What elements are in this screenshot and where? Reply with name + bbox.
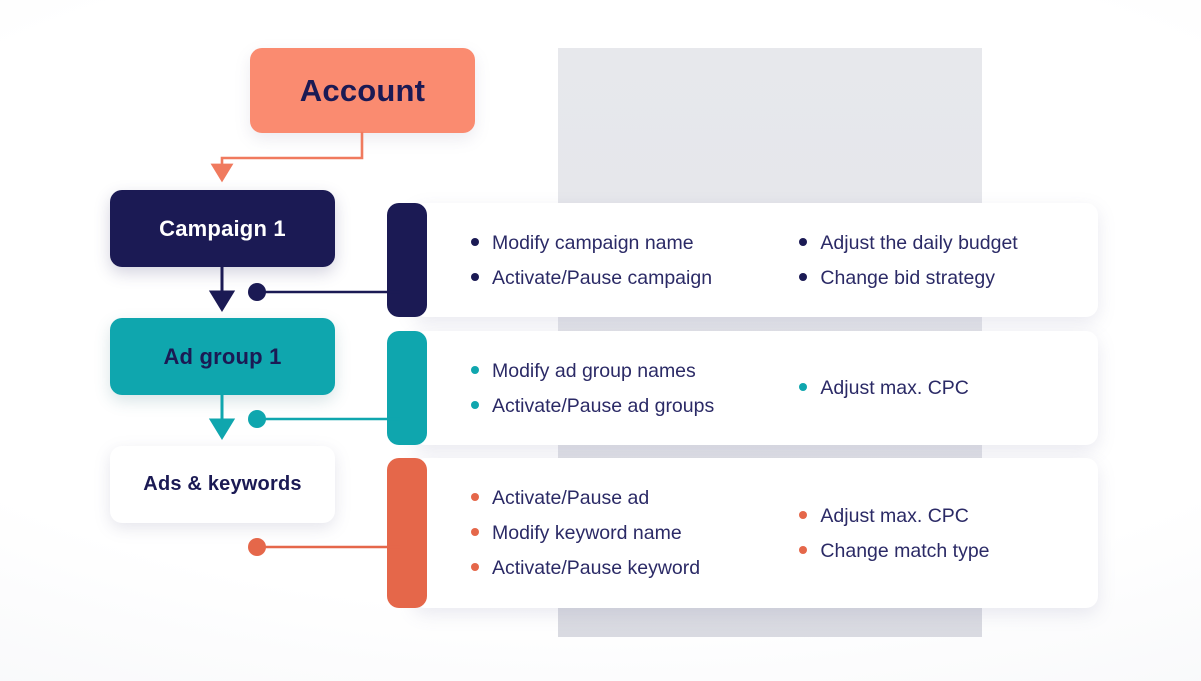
bullet-icon bbox=[799, 510, 808, 519]
list-item-label: Adjust max. CPC bbox=[820, 504, 969, 527]
bullet-icon bbox=[799, 383, 808, 391]
list-item: Modify keyword name bbox=[471, 519, 799, 547]
bullet-icon bbox=[799, 545, 808, 554]
list-item: Modify campaign name bbox=[471, 229, 799, 257]
node-account-label: Account bbox=[299, 72, 426, 108]
list-item-label: Adjust max. CPC bbox=[820, 377, 969, 399]
panel-ad-group-column-1: Modify ad group names Activate/Pause ad … bbox=[471, 357, 799, 420]
list-item-label: Adjust the daily budget bbox=[820, 231, 1018, 254]
bullet-icon bbox=[799, 272, 808, 281]
list-item: Activate/Pause keyword bbox=[471, 554, 799, 582]
list-item: Activate/Pause campaign bbox=[471, 264, 799, 292]
node-campaign[interactable]: Campaign 1 bbox=[110, 190, 335, 267]
panel-ads-keywords-column-2: Adjust max. CPC Change match type bbox=[799, 502, 1098, 565]
panel-campaign-column-2: Adjust the daily budget Change bid strat… bbox=[799, 229, 1098, 292]
node-account[interactable]: Account bbox=[250, 48, 475, 133]
tether-dot-ads bbox=[248, 538, 266, 556]
list-item-label: Modify ad group names bbox=[492, 359, 696, 382]
list-item-label: Modify keyword name bbox=[492, 522, 682, 544]
bullet-icon bbox=[471, 563, 479, 571]
connector-account-to-campaign bbox=[210, 131, 364, 183]
list-item-label: Change bid strategy bbox=[820, 266, 995, 289]
bullet-icon bbox=[471, 365, 479, 374]
list-item: Adjust max. CPC bbox=[799, 502, 1098, 530]
bullet-icon bbox=[471, 237, 479, 246]
list-item: Adjust max. CPC bbox=[799, 374, 1098, 402]
bullet-icon bbox=[471, 493, 479, 501]
tether-dot-campaign bbox=[248, 283, 266, 301]
node-ad-group-label: Ad group 1 bbox=[163, 343, 282, 369]
bullet-icon bbox=[471, 272, 479, 281]
list-item-label: Activate/Pause campaign bbox=[492, 266, 713, 289]
list-item-label: Change match type bbox=[820, 539, 990, 562]
list-item: Change match type bbox=[799, 537, 1098, 565]
node-ads-keywords-label: Ads & keywords bbox=[143, 473, 302, 495]
panel-campaign-column-1: Modify campaign name Activate/Pause camp… bbox=[471, 229, 799, 292]
panel-ad-group-actions: Modify ad group names Activate/Pause ad … bbox=[387, 331, 1098, 445]
bullet-icon bbox=[471, 528, 479, 536]
list-item: Modify ad group names bbox=[471, 357, 799, 385]
list-item: Activate/Pause ad groups bbox=[471, 392, 799, 420]
panel-accent-tab-campaign bbox=[387, 203, 427, 317]
bullet-icon bbox=[799, 237, 808, 246]
panel-ads-keywords-actions: Activate/Pause ad Modify keyword name Ac… bbox=[387, 458, 1098, 608]
node-ad-group[interactable]: Ad group 1 bbox=[110, 318, 335, 395]
tether-dot-adgroup bbox=[248, 410, 266, 428]
list-item-label: Activate/Pause keyword bbox=[492, 557, 701, 579]
list-item: Change bid strategy bbox=[799, 264, 1098, 292]
list-item-label: Activate/Pause ad bbox=[492, 487, 650, 509]
node-campaign-label: Campaign 1 bbox=[159, 215, 286, 241]
panel-ad-group-column-2: Adjust max. CPC bbox=[799, 374, 1098, 402]
list-item-label: Activate/Pause ad groups bbox=[492, 394, 715, 417]
bullet-icon bbox=[471, 400, 479, 409]
list-item-label: Modify campaign name bbox=[492, 231, 694, 254]
panel-ads-keywords-column-1: Activate/Pause ad Modify keyword name Ac… bbox=[471, 484, 799, 582]
list-item: Adjust the daily budget bbox=[799, 229, 1098, 257]
list-item: Activate/Pause ad bbox=[471, 484, 799, 512]
panel-campaign-actions: Modify campaign name Activate/Pause camp… bbox=[387, 203, 1098, 317]
node-ads-keywords[interactable]: Ads & keywords bbox=[110, 446, 335, 523]
panel-accent-tab-ad-group bbox=[387, 331, 427, 445]
panel-accent-tab-ads-keywords bbox=[387, 458, 427, 608]
